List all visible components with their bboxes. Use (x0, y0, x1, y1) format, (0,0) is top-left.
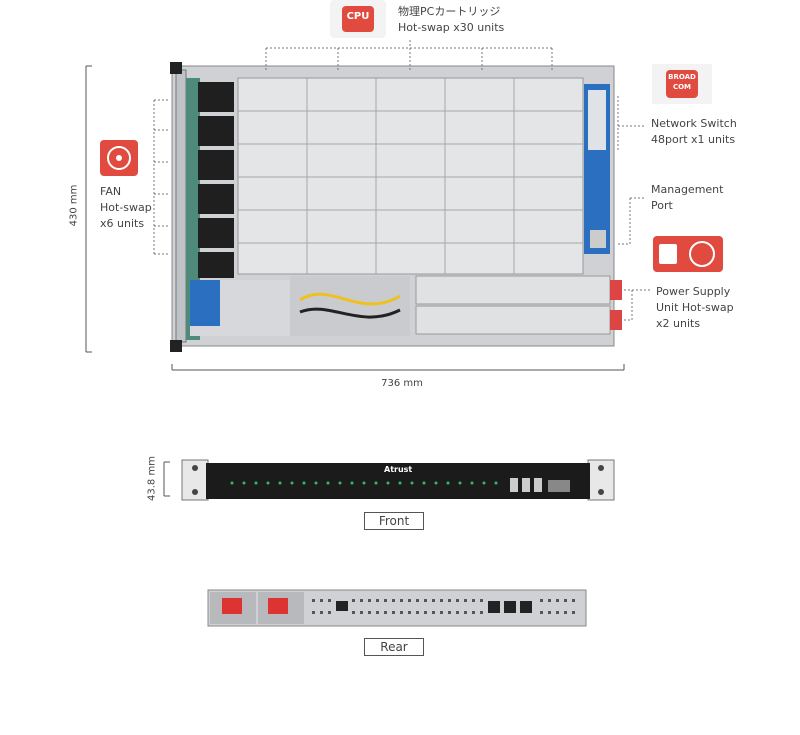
cpu-label-line1: 物理PCカートリッジ (398, 5, 501, 18)
power-supply-icon (653, 236, 723, 272)
fan-icon (100, 140, 138, 176)
front-view-label: Front (364, 512, 424, 530)
mgmt-label-line1: Management (651, 183, 724, 196)
mgmt-label-line2: Port (651, 199, 673, 212)
switch-label-line2: 48port x1 units (651, 133, 736, 146)
switch-label-line1: Network Switch (651, 117, 737, 130)
switch-label: Network Switch 48port x1 units (651, 116, 737, 148)
fan-label-line2: Hot-swap (100, 201, 152, 214)
psu-label-line3: x2 units (656, 317, 701, 330)
cpu-icon-text: CPU (346, 11, 370, 22)
psu-label: Power Supply Unit Hot-swap x2 units (656, 284, 734, 332)
psu-label-line1: Power Supply (656, 285, 731, 298)
width-dimension: 736 mm (381, 378, 423, 389)
cpu-label-line2: Hot-swap x30 units (398, 21, 505, 34)
switch-icon-text-2: COM (672, 83, 692, 91)
mgmt-label: Management Port (651, 182, 723, 214)
rear-view-label: Rear (364, 638, 424, 656)
fan-label-line1: FAN (100, 185, 122, 198)
fan-label-line3: x6 units (100, 217, 145, 230)
cpu-label: 物理PCカートリッジ Hot-swap x30 units (398, 4, 504, 36)
switch-icon-text-1: BROAD (668, 73, 696, 81)
top-view-diagram (85, 40, 650, 371)
height-dimension: 43.8 mm (146, 456, 158, 501)
broadcom-chip-icon: BROAD COM (652, 64, 712, 104)
cpu-chip-icon: CPU (330, 0, 386, 38)
fan-label: FAN Hot-swap x6 units (100, 184, 152, 232)
rear-view-diagram (207, 589, 587, 627)
front-brand-label: Atrust (384, 465, 413, 474)
depth-dimension: 430 mm (68, 184, 80, 227)
front-view-diagram (163, 459, 615, 501)
psu-label-line2: Unit Hot-swap (656, 301, 734, 314)
